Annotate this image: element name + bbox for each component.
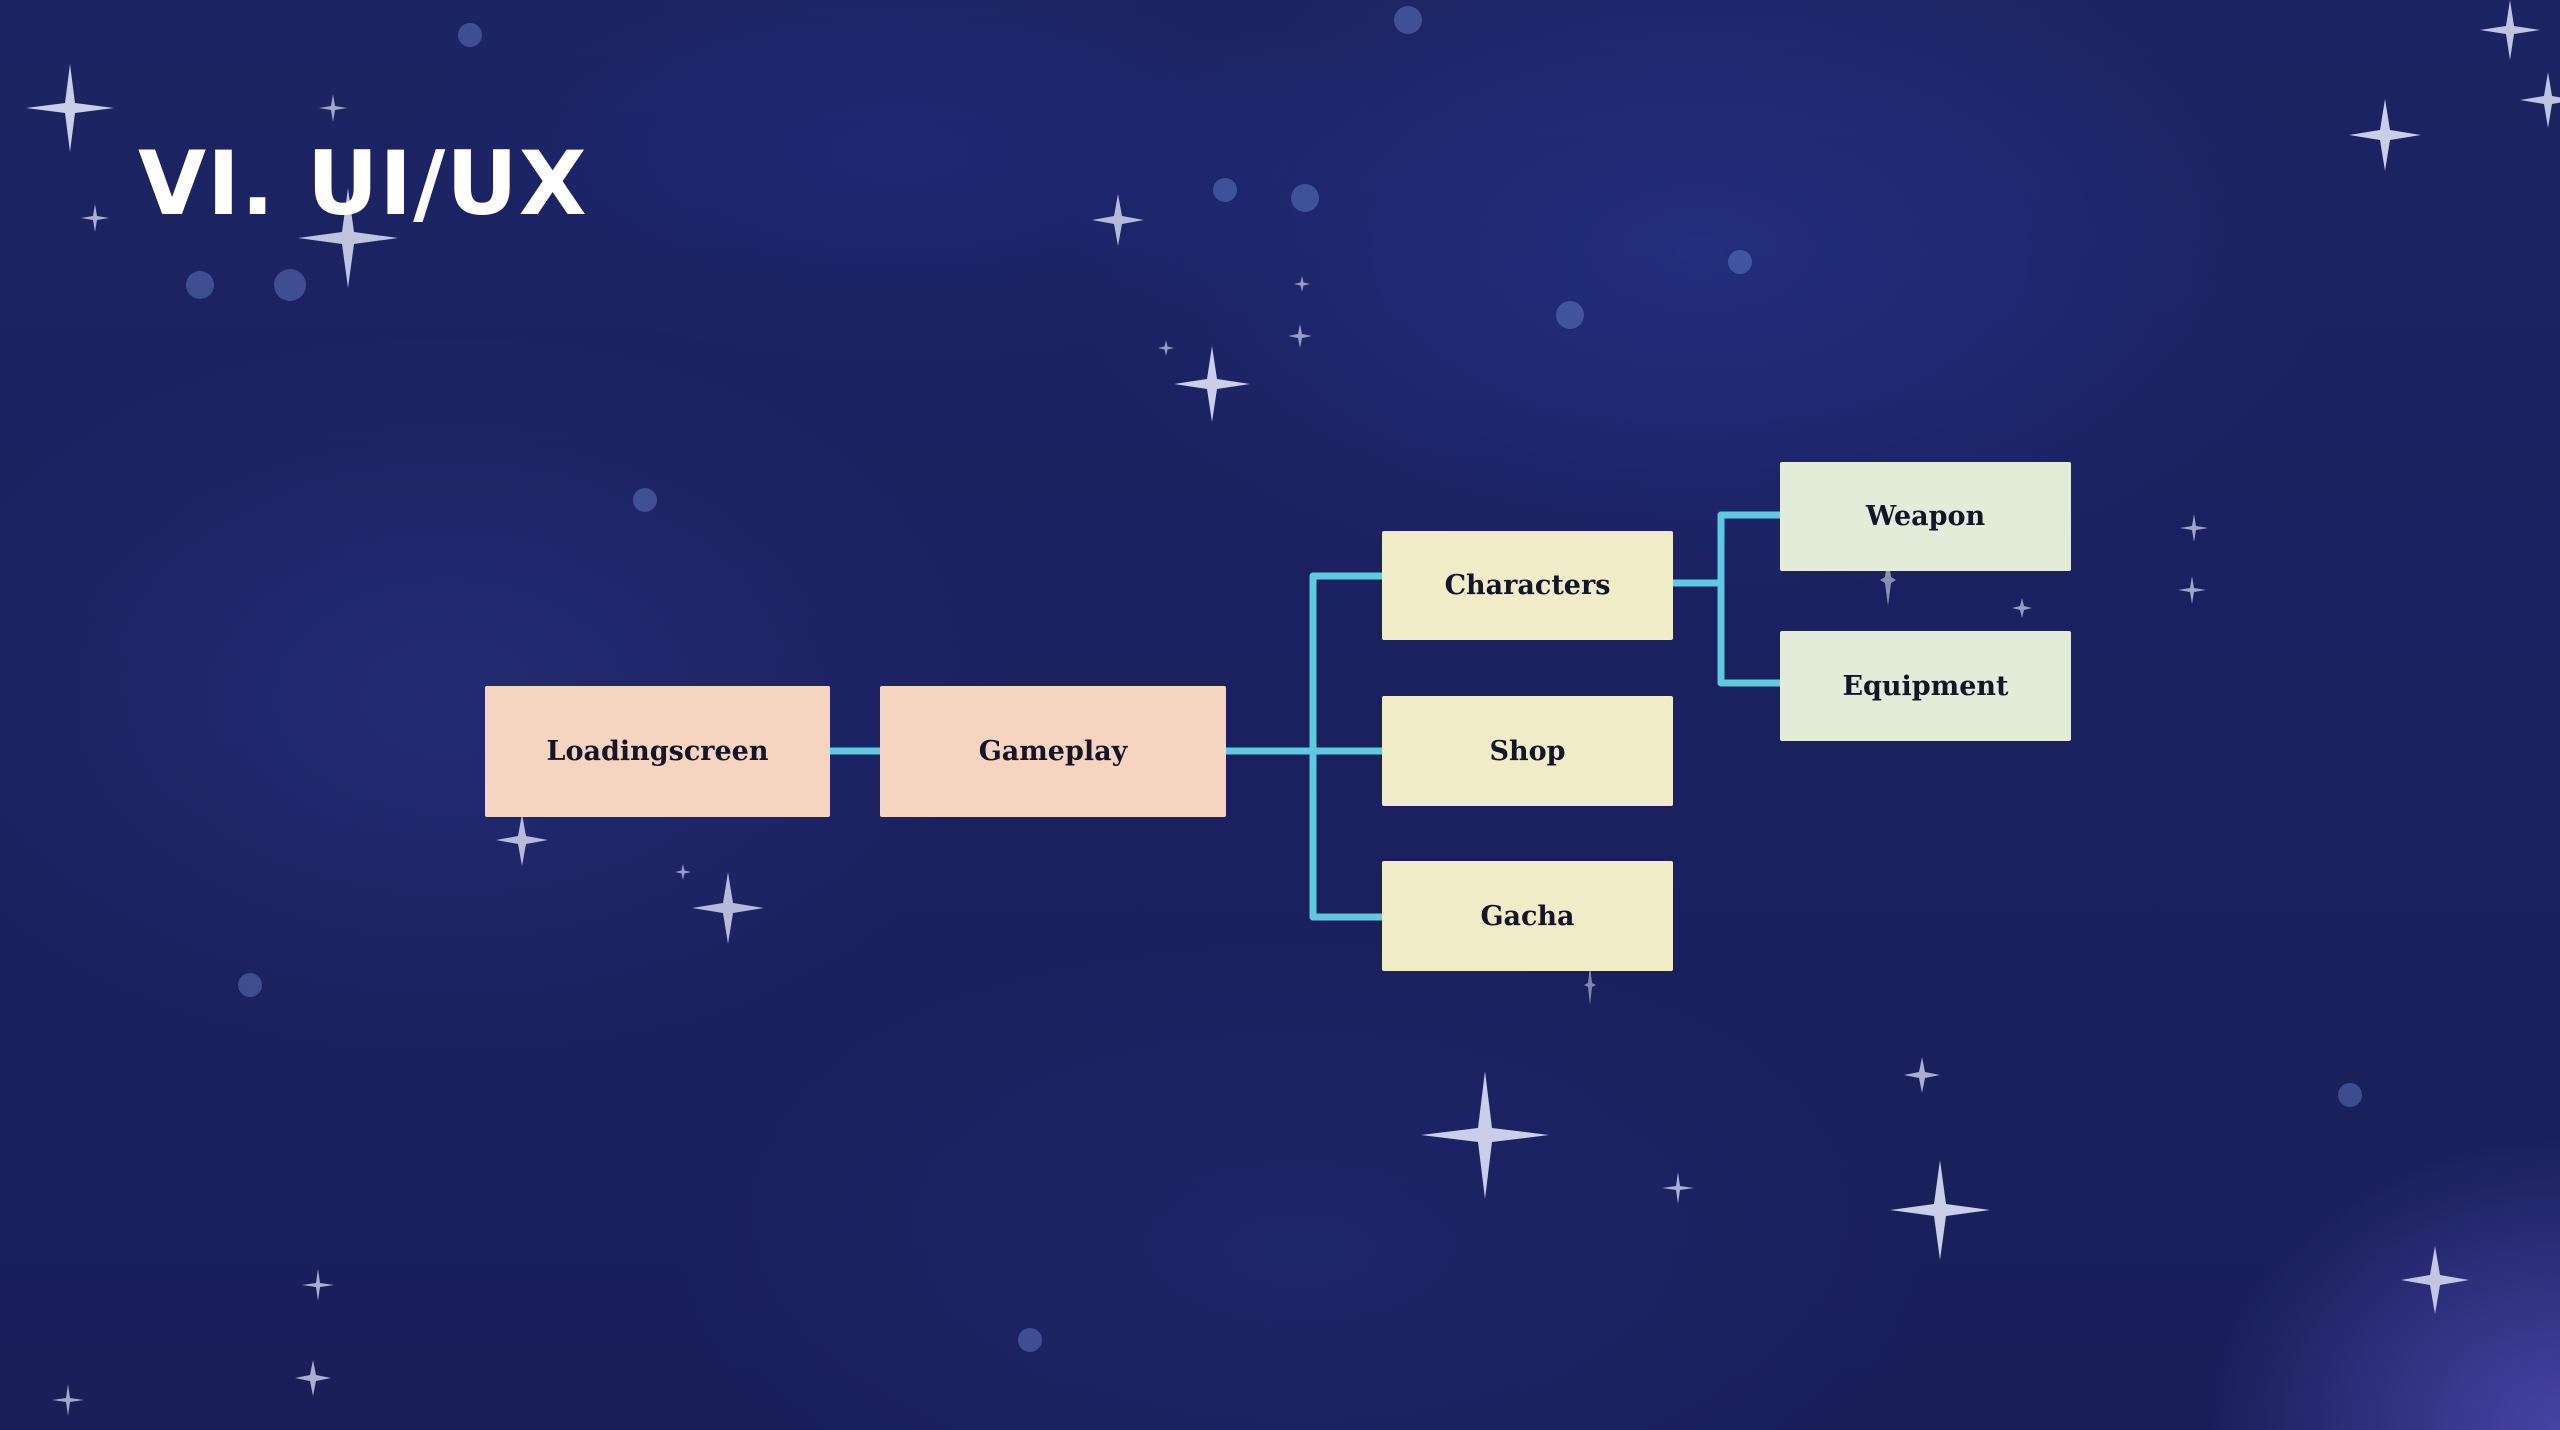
edge-characters-children-bracket: [1717, 511, 1780, 687]
star-icon: [1158, 340, 1174, 356]
node-loadingscreen: Loadingscreen: [485, 686, 830, 817]
glow-dot: [1394, 6, 1422, 34]
glow-dot: [2338, 1083, 2362, 1107]
star-icon: [1584, 965, 1596, 1005]
star-icon: [692, 872, 764, 944]
glow-dot: [1018, 1328, 1042, 1352]
star-icon: [319, 94, 347, 122]
star-icon: [2180, 514, 2208, 542]
edge-gameplay-children-bracket: [1309, 572, 1382, 921]
star-icon: [302, 1269, 334, 1301]
star-icon: [2520, 72, 2560, 128]
star-icon: [295, 1360, 331, 1396]
slide-title: VI. UI/UX: [138, 132, 588, 235]
star-icon: [2012, 598, 2032, 618]
star-icon: [675, 864, 691, 880]
node-weapon: Weapon: [1780, 462, 2071, 571]
node-equipment: Equipment: [1780, 631, 2071, 741]
glow-dot: [458, 23, 482, 47]
star-icon: [2349, 99, 2421, 171]
star-icon: [1662, 1172, 1694, 1204]
node-shop: Shop: [1382, 696, 1673, 806]
node-gameplay: Gameplay: [880, 686, 1226, 817]
star-icon: [1421, 1071, 1549, 1199]
star-icon: [2480, 0, 2540, 60]
glow-dot: [1556, 301, 1584, 329]
glow-dot: [274, 269, 306, 301]
star-icon: [1288, 324, 1312, 348]
star-icon: [1880, 554, 1896, 606]
star-icon: [52, 1384, 84, 1416]
star-icon: [2178, 576, 2206, 604]
star-icon: [496, 814, 548, 866]
star-icon: [1904, 1057, 1940, 1093]
star-icon: [1092, 194, 1144, 246]
node-characters: Characters: [1382, 531, 1673, 640]
glow-dot: [1728, 250, 1752, 274]
star-icon: [1890, 1160, 1990, 1260]
node-gacha: Gacha: [1382, 861, 1673, 971]
star-icon: [81, 204, 109, 232]
glow-dot: [238, 973, 262, 997]
glow-dot: [1291, 184, 1319, 212]
star-icon: [2401, 1246, 2469, 1314]
star-icon: [26, 64, 114, 152]
glow-dot: [1213, 178, 1237, 202]
star-icon: [1174, 346, 1250, 422]
glow-dot: [186, 271, 214, 299]
glow-dot: [633, 488, 657, 512]
star-icon: [298, 188, 398, 288]
star-icon: [1294, 276, 1310, 292]
